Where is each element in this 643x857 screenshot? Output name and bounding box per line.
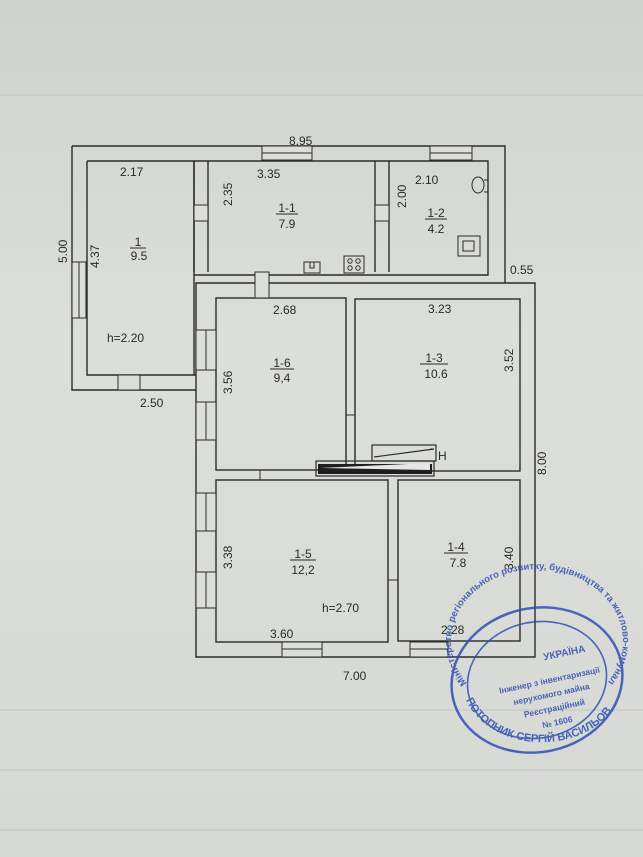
door-1-to-1-1 <box>193 204 209 222</box>
door-1-1-to-1-2 <box>374 204 390 222</box>
room-1-4-id: 1-4 <box>447 540 465 554</box>
dim-bottom-width: 7.00 <box>343 669 367 683</box>
room-1-1-id: 1-1 <box>278 201 296 215</box>
door-into-1-6 <box>254 271 270 299</box>
toilet-icon <box>471 176 489 194</box>
heating-stove <box>315 444 437 477</box>
room-1-3-area: 10.6 <box>424 367 448 381</box>
dim-top-width: 8.95 <box>289 134 313 148</box>
room-1-3-depth: 3.52 <box>502 348 516 372</box>
room-1-2-width: 2.10 <box>415 173 439 187</box>
room-1-6-width: 2.68 <box>273 303 297 317</box>
room-labels: 1 9.5 1-1 7.9 1-2 4.2 1-6 9,4 1-3 10.6 1… <box>107 201 468 615</box>
stamp-line-5: № 1606 <box>541 714 573 730</box>
room-1-2-depth: 2.00 <box>395 184 409 208</box>
dim-annex-bottom: 2.50 <box>140 396 164 410</box>
stamp-ring-text: Міністерство регіонального розвитку, буд… <box>0 0 631 688</box>
room-1-3-width: 3.23 <box>428 302 452 316</box>
dim-offset: 0.55 <box>510 263 534 277</box>
dim-right-height: 8.00 <box>535 451 549 475</box>
room-1-5-area: 12,2 <box>291 563 315 577</box>
openings <box>71 145 473 658</box>
room-1-2-id: 1-2 <box>427 206 445 220</box>
room-1-6-id: 1-6 <box>273 356 291 370</box>
room-1-6-depth: 3.56 <box>221 370 235 394</box>
room-1-id: 1 <box>135 235 142 249</box>
fixtures <box>303 176 489 274</box>
room-1-4-depth: 3.40 <box>502 546 516 570</box>
room-1-1-depth: 2.35 <box>221 182 235 206</box>
sink-icon <box>303 261 321 274</box>
shower-icon <box>457 235 481 257</box>
door-annex-bottom <box>117 374 141 391</box>
paper-grid <box>0 94 643 831</box>
room-1-5-width: 3.60 <box>270 627 294 641</box>
room-1-2-area: 4.2 <box>428 222 445 236</box>
stamp-name-text: ПОТОПНИК СЕРГІЙ ВАСИЛЬОВИЧ <box>0 0 614 745</box>
room-1-4-area: 7.8 <box>450 556 467 570</box>
room-1-6-area: 9,4 <box>274 371 291 385</box>
room-1-1-width: 3.35 <box>257 167 281 181</box>
room-1-5-id: 1-5 <box>294 547 312 561</box>
room-1-5-depth: 3.38 <box>221 545 235 569</box>
height-annex: h=2.20 <box>107 331 144 345</box>
room-1-depth: 4.37 <box>88 244 102 268</box>
height-main: h=2.70 <box>322 601 359 615</box>
dimension-labels: 8.95 5.00 8.00 7.00 0.55 2.50 2.17 4.37 … <box>56 134 549 683</box>
walls <box>71 145 536 658</box>
room-1-4-width: 2.28 <box>441 623 465 637</box>
room-1-1-area: 7.9 <box>279 217 296 231</box>
room-1-3-id: 1-3 <box>425 351 443 365</box>
stove-icon <box>343 255 365 274</box>
room-1-area: 9.5 <box>131 249 148 263</box>
dim-left-height: 5.00 <box>56 239 70 263</box>
stamp-line-1: УКРАЇНА <box>542 642 586 664</box>
room-1-width: 2.17 <box>120 165 144 179</box>
stove-label: Н <box>438 449 447 463</box>
